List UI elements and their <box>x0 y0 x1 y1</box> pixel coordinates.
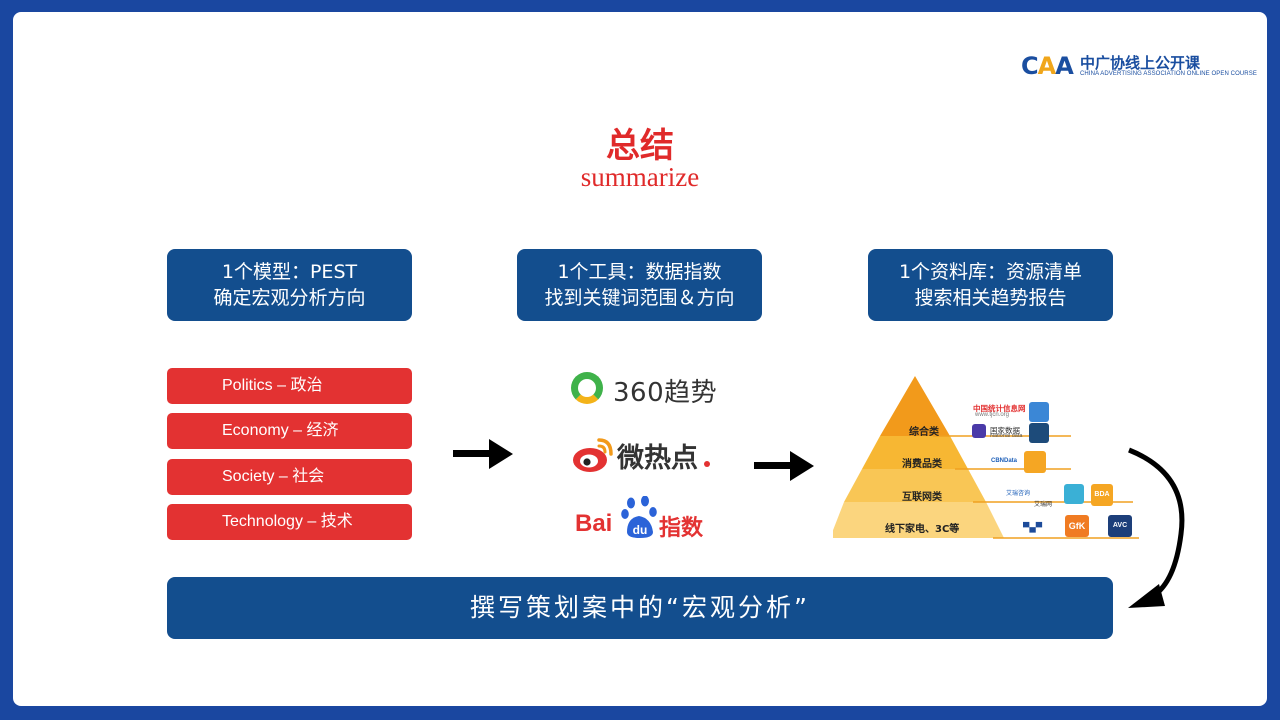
model-box-line1: 1个模型：PEST <box>221 261 358 283</box>
page-title: 总结 <box>606 126 674 166</box>
weibo-logo-icon <box>573 438 613 472</box>
library-box: 1个资料库：资源清单 搜索相关趋势报告 <box>868 249 1113 321</box>
conclusion-banner: 撰写策划案中的“宏观分析” <box>167 577 1113 639</box>
source-wanji: 艾瑞网 <box>1034 502 1053 508</box>
pyramid-tier-general <box>880 376 950 436</box>
cbndata-app-icon <box>1024 451 1046 473</box>
svg-text:du: du <box>633 523 648 537</box>
arrow-right-icon <box>754 451 814 481</box>
caa-logo-mark: CAA <box>1021 52 1074 80</box>
page-subtitle: summarize <box>580 162 700 192</box>
slide: CAA 中广协线上公开课 CHINA ADVERTISING ASSOCIATI… <box>13 12 1267 706</box>
brand-baidu-index: Bai du 指数 <box>575 496 725 542</box>
pest-technology: Technology – 技术 <box>167 504 412 540</box>
model-box-line2: 确定宏观分析方向 <box>213 287 366 309</box>
library-box-line1: 1个资料库：资源清单 <box>898 261 1083 283</box>
pest-politics: Politics – 政治 <box>167 368 412 404</box>
pest-society: Society – 社会 <box>167 459 412 495</box>
tool-box: 1个工具：数据指数 找到关键词范围＆方向 <box>517 249 762 321</box>
caa-logo: CAA 中广协线上公开课 CHINA ADVERTISING ASSOCIATI… <box>1021 50 1257 90</box>
pyramid-tier-internet <box>844 469 986 502</box>
baidu-bai-text: Bai <box>575 510 613 537</box>
pyramid-label-offline: 线下家电、3C等 <box>885 524 960 535</box>
bda-icon: BDA <box>1091 484 1113 506</box>
source-gfk: GfK <box>1065 515 1089 537</box>
stats-app-icon <box>1029 402 1049 422</box>
library-box-line2: 搜索相关趋势报告 <box>914 287 1067 309</box>
curved-arrow-down-icon <box>1128 447 1185 608</box>
pest-economy: Economy – 经济 <box>167 413 412 449</box>
source-ctr-logo: ▀▄▀ <box>1023 522 1043 532</box>
brand-weibo-label: 微热点 <box>617 443 698 474</box>
questmobile-app-icon <box>1064 484 1084 504</box>
pyramid-tier-consumer <box>862 436 968 469</box>
pyramid-label-internet: 互联网类 <box>902 492 942 503</box>
resource-pyramid <box>833 376 1139 539</box>
360-logo-icon <box>571 372 603 404</box>
source-national-data-en: National data <box>990 433 1023 439</box>
source-cbndata: CBNData <box>991 458 1018 464</box>
source-avc: AVC <box>1108 515 1132 537</box>
source-stats-url: www.tjcn.org <box>975 412 1010 418</box>
tool-box-line2: 找到关键词范围＆方向 <box>544 287 735 309</box>
brand-360-trends: 360趋势 <box>571 370 721 408</box>
brand-weibo-hotspot: 微热点 <box>571 432 721 478</box>
logo-name: 中广协线上公开课 <box>1080 54 1201 72</box>
model-box: 1个模型：PEST 确定宏观分析方向 <box>167 249 412 321</box>
source-iresearch: 艾瑞咨询 <box>1006 491 1031 497</box>
source-stats-cn: 中国统计信息网 <box>973 404 1026 413</box>
pyramid-label-general: 综合类 <box>909 427 939 438</box>
brand-360-label: 360趋势 <box>613 378 718 408</box>
weibo-red-dot <box>704 461 710 467</box>
tool-box-line1: 1个工具：数据指数 <box>557 261 722 283</box>
baidu-index-label: 指数 <box>659 516 704 541</box>
source-national-data: 国家数据 <box>990 426 1020 435</box>
baidu-paw-icon: du <box>621 496 657 538</box>
national-data-cube-icon <box>972 424 986 438</box>
pyramid-tier-offline <box>833 502 1004 538</box>
logo-subtitle: CHINA ADVERTISING ASSOCIATION ONLINE OPE… <box>1080 71 1257 77</box>
national-data-app-icon <box>1029 423 1049 443</box>
arrow-right-icon <box>453 439 513 469</box>
pyramid-label-consumer: 消费品类 <box>902 459 942 470</box>
